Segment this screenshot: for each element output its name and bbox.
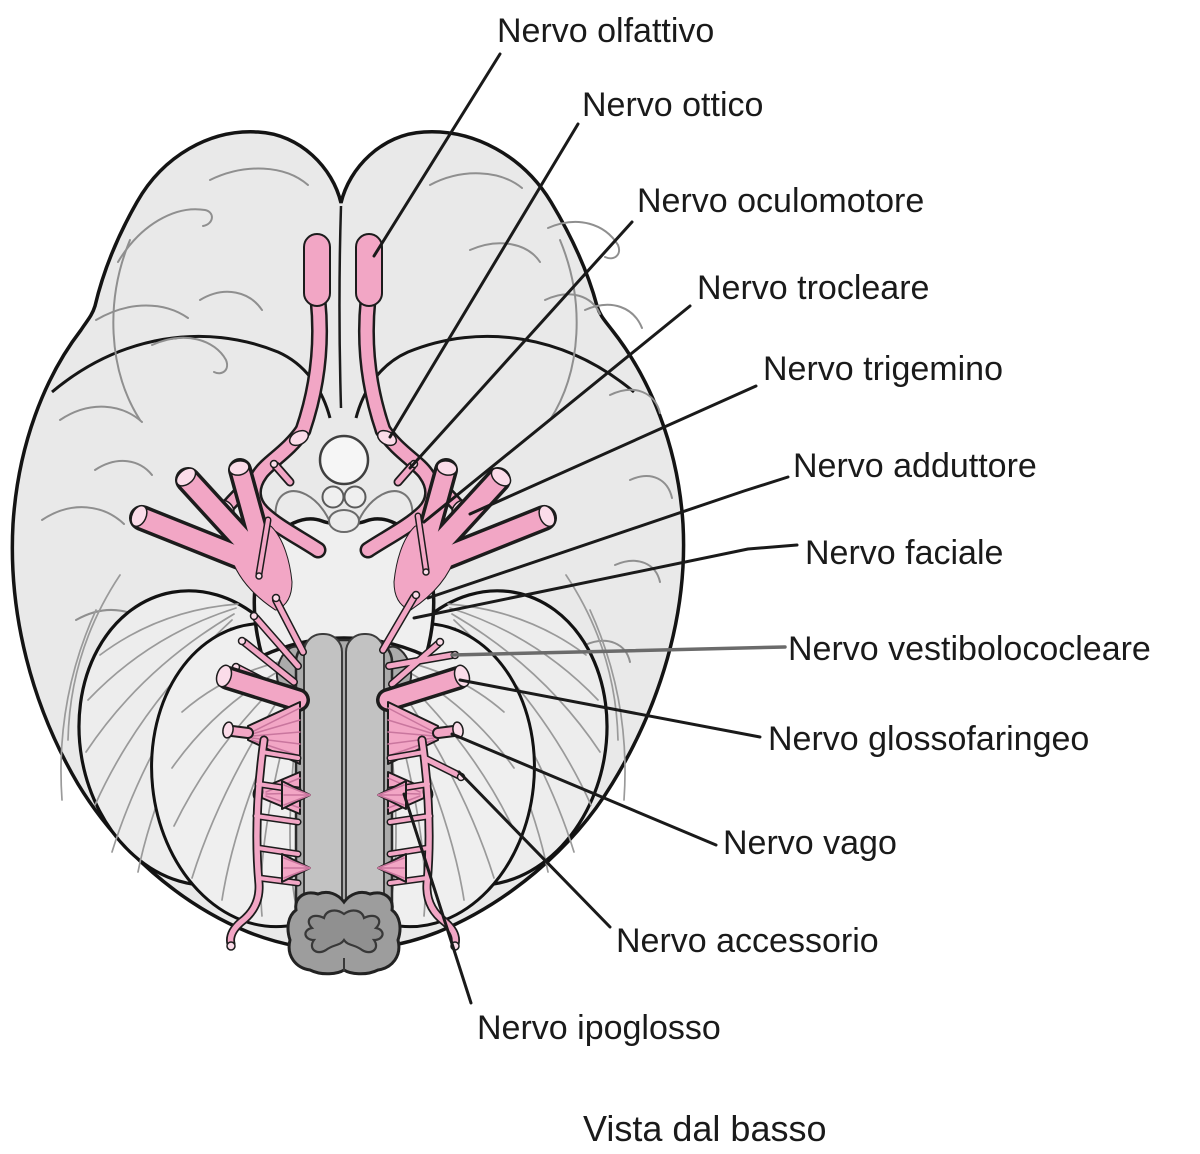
label-nervo-olfattivo: Nervo olfattivo (497, 12, 714, 50)
leader-lines (372, 52, 799, 1005)
olfactory-bulb-right (355, 233, 383, 307)
spinal-cord-section (286, 890, 402, 976)
leader-faciale (412, 543, 799, 620)
hypoglossal-fans (281, 780, 407, 883)
label-nervo-accessorio: Nervo accessorio (616, 922, 879, 960)
brainstem (275, 633, 413, 942)
label-nervo-oculomotore: Nervo oculomotore (637, 182, 924, 220)
glossopharyngeal-trunks (215, 664, 471, 712)
leader-vago (450, 732, 718, 847)
label-nervo-adduttore: Nervo adduttore (793, 447, 1037, 485)
leader-oculomotore (408, 220, 634, 470)
label-nervo-faciale: Nervo faciale (805, 534, 1003, 572)
infundibulum-and-mammillary (318, 434, 370, 533)
interpeduncular-bump (328, 509, 360, 533)
leader-accessorio (457, 770, 612, 929)
leader-olfattivo (372, 52, 502, 258)
label-nervo-ipoglosso: Nervo ipoglosso (477, 1009, 721, 1047)
label-nervo-vestibolococleare: Nervo vestibolococleare (788, 630, 1151, 668)
trochlear-and-oculomotor-roots (255, 459, 430, 580)
mammillary-right (343, 485, 367, 509)
leader-trocleare (422, 304, 692, 524)
label-nervo-trocleare: Nervo trocleare (697, 269, 929, 307)
infundibulum (318, 434, 370, 486)
leader-glossofaringeo (458, 678, 762, 739)
leader-adduttore (426, 475, 790, 600)
cord-gray-matter-butterfly (304, 909, 384, 954)
accessory-nerve-ladders (226, 735, 466, 951)
longitudinal-fissure (338, 205, 343, 409)
label-nervo-ottico: Nervo ottico (582, 86, 763, 124)
leader-vestibolococleare (450, 645, 787, 657)
cranial-nerves-pink (129, 233, 557, 951)
mammillary-left (321, 485, 345, 509)
caption-vista-dal-basso: Vista dal basso (583, 1108, 827, 1149)
label-nervo-vago: Nervo vago (723, 824, 897, 862)
label-nervo-glossofaringeo: Nervo glossofaringeo (768, 720, 1089, 758)
leader-ottico (388, 122, 580, 439)
leader-ipoglosso (402, 792, 473, 1005)
labels: Nervo olfattivo Nervo ottico Nervo oculo… (477, 12, 1151, 1149)
leader-trigemino (468, 384, 758, 516)
olfactory-bulb-left (303, 233, 331, 307)
label-nervo-trigemino: Nervo trigemino (763, 350, 1003, 388)
